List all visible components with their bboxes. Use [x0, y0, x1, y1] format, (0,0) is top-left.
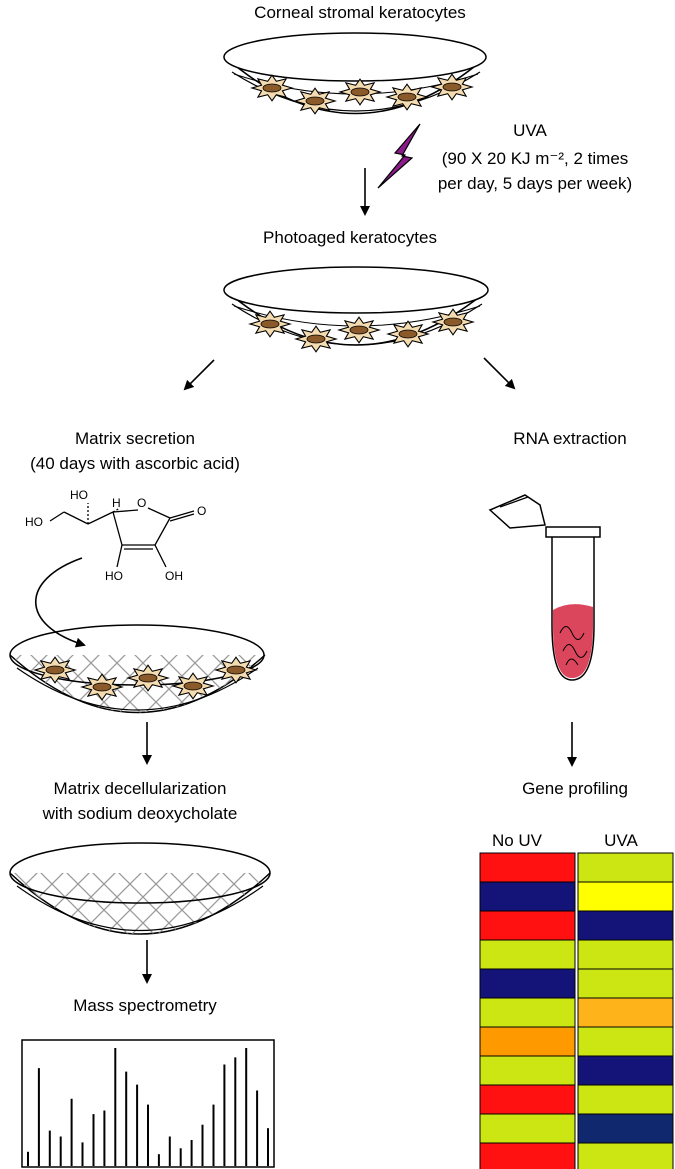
atom-h: H	[112, 496, 121, 510]
cell-nucleus	[305, 96, 325, 106]
atom-carbonyl-o: O	[197, 504, 206, 518]
cell-nucleus	[260, 319, 280, 329]
arrow-to-matrix-secretion	[183, 359, 215, 391]
cell-nucleus	[226, 665, 246, 675]
keratocyte-cells-1	[250, 73, 474, 115]
culture-dish-3	[9, 624, 266, 714]
label-matrix-secretion: Matrix secretion	[75, 429, 195, 448]
label-corneal-keratocytes: Corneal stromal keratocytes	[254, 3, 466, 22]
cell-nucleus	[350, 87, 370, 97]
heatmap-cell	[479, 968, 576, 999]
label-ascorbic-acid: (40 days with ascorbic acid)	[30, 454, 240, 473]
heatmap-cell	[577, 1055, 674, 1086]
cell-nucleus	[138, 673, 158, 683]
heatmap-header-uva: UVA	[604, 831, 638, 850]
cell-nucleus	[397, 92, 417, 102]
atom-ho-left: HO	[25, 515, 43, 529]
label-gene-profiling: Gene profiling	[522, 779, 628, 798]
culture-dish-2	[223, 266, 489, 353]
heatmap-header-no-uv: No UV	[492, 831, 543, 850]
heatmap-cell	[479, 881, 576, 912]
atom-ring-o: O	[137, 496, 146, 510]
label-uva-dose: (90 X 20 KJ m⁻², 2 times	[441, 149, 629, 168]
heatmap-cell	[577, 968, 674, 999]
cell-nucleus	[443, 317, 463, 327]
culture-dish-1	[223, 32, 487, 115]
label-uva-title: UVA	[513, 121, 547, 140]
heatmap-cell	[577, 1113, 674, 1144]
heatmap-cell	[577, 881, 674, 912]
label-sodium-deoxycholate: with sodium deoxycholate	[42, 804, 238, 823]
arrow-to-rna-extraction	[483, 357, 516, 390]
curved-arrow-to-dish	[34, 557, 86, 648]
label-mass-spectrometry: Mass spectrometry	[73, 996, 217, 1015]
ascorbic-acid-structure: HO H O O HO HO OH	[25, 488, 206, 583]
cell-nucleus	[183, 681, 203, 691]
keratocyte-cells-2	[248, 308, 475, 353]
culture-dish-4	[9, 842, 271, 935]
heatmap-cell	[479, 997, 576, 1028]
atom-ho-top: HO	[70, 488, 88, 502]
heatmap-cell	[479, 1055, 576, 1086]
cell-nucleus	[398, 329, 418, 339]
cell-nucleus	[306, 334, 326, 344]
heatmap-cell	[577, 852, 674, 883]
atom-ho-bottom: HO	[105, 569, 123, 583]
heatmap-cell	[577, 1084, 674, 1115]
heatmap-cell	[577, 1142, 674, 1169]
microcentrifuge-tube-icon	[488, 494, 601, 681]
label-uva-schedule: per day, 5 days per week)	[437, 174, 633, 193]
heatmap-cell	[577, 939, 674, 970]
gene-heatmap: No UV UVA	[479, 831, 674, 1169]
cell-nucleus	[45, 665, 65, 675]
heatmap-cell	[479, 939, 576, 970]
label-matrix-decellularization: Matrix decellularization	[53, 779, 227, 798]
label-photoaged-keratocytes: Photoaged keratocytes	[263, 228, 437, 247]
heatmap-cell	[479, 1113, 576, 1144]
cell-nucleus	[349, 325, 369, 335]
heatmap-cell	[479, 1026, 576, 1057]
heatmap-cell	[577, 910, 674, 941]
atom-oh-bottom: OH	[165, 569, 183, 583]
heatmap-cell	[479, 1084, 576, 1115]
heatmap-cell	[577, 1026, 674, 1057]
heatmap-cell	[479, 910, 576, 941]
label-rna-extraction: RNA extraction	[513, 429, 627, 448]
keratocyte-cells-3	[33, 656, 258, 701]
mass-spectrum-plot	[21, 1039, 275, 1168]
uva-lightning-icon	[377, 123, 421, 189]
heatmap-cell	[479, 852, 576, 883]
cell-nucleus	[262, 83, 282, 93]
cell-nucleus	[92, 682, 112, 692]
heatmap-cell	[577, 997, 674, 1028]
heatmap-cell	[479, 1142, 576, 1169]
cell-nucleus	[442, 82, 462, 92]
